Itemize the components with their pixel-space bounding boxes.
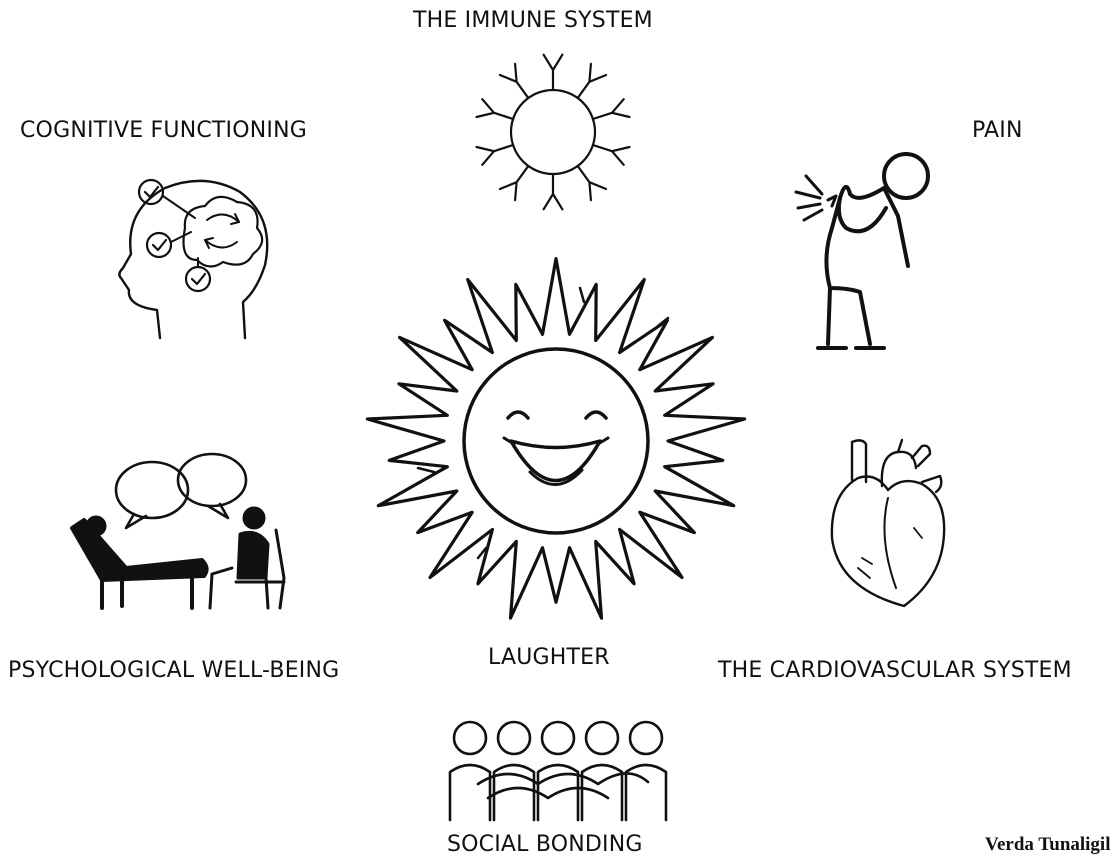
antibody-glyph bbox=[576, 164, 608, 202]
label-cardiovascular-system: THE CARDIOVASCULAR SYSTEM bbox=[718, 658, 1072, 683]
antibody-glyph bbox=[591, 98, 631, 121]
antibody-glyph bbox=[475, 98, 515, 121]
label-pain: PAIN bbox=[972, 118, 1023, 143]
antibody-ring-icon bbox=[475, 53, 631, 211]
author-credit: Verda Tunaligil bbox=[985, 834, 1111, 855]
antibody-glyph bbox=[542, 53, 564, 92]
label-psychological-well-being: PSYCHOLOGICAL WELL-BEING bbox=[8, 658, 340, 683]
person-body bbox=[536, 763, 580, 822]
person-body bbox=[448, 763, 492, 822]
label-immune-system: THE IMMUNE SYSTEM bbox=[413, 8, 653, 33]
person-body bbox=[492, 763, 536, 822]
antibody-glyph bbox=[498, 164, 530, 202]
antibody-glyph bbox=[591, 143, 631, 166]
antibody-glyph bbox=[576, 62, 608, 100]
therapy-session-icon bbox=[70, 452, 286, 610]
label-laughter: LAUGHTER bbox=[488, 645, 610, 670]
person-head bbox=[584, 720, 620, 756]
person-head bbox=[540, 720, 576, 756]
antibody-glyph bbox=[542, 172, 564, 211]
label-social-bonding: SOCIAL BONDING bbox=[447, 832, 643, 857]
label-cognitive-functioning: COGNITIVE FUNCTIONING bbox=[20, 118, 308, 143]
person-head bbox=[452, 720, 488, 756]
group-hug-icon bbox=[448, 720, 668, 822]
laughing-sun-icon bbox=[365, 257, 747, 620]
antibody-glyph bbox=[498, 62, 530, 100]
person-body bbox=[624, 763, 668, 822]
heart-icon bbox=[830, 438, 946, 608]
brain-head-icon bbox=[118, 178, 269, 340]
person-head bbox=[496, 720, 532, 756]
antibody-glyph bbox=[475, 143, 515, 166]
person-head bbox=[628, 720, 664, 756]
back-pain-figure-icon bbox=[794, 152, 930, 350]
person-body bbox=[580, 763, 624, 822]
